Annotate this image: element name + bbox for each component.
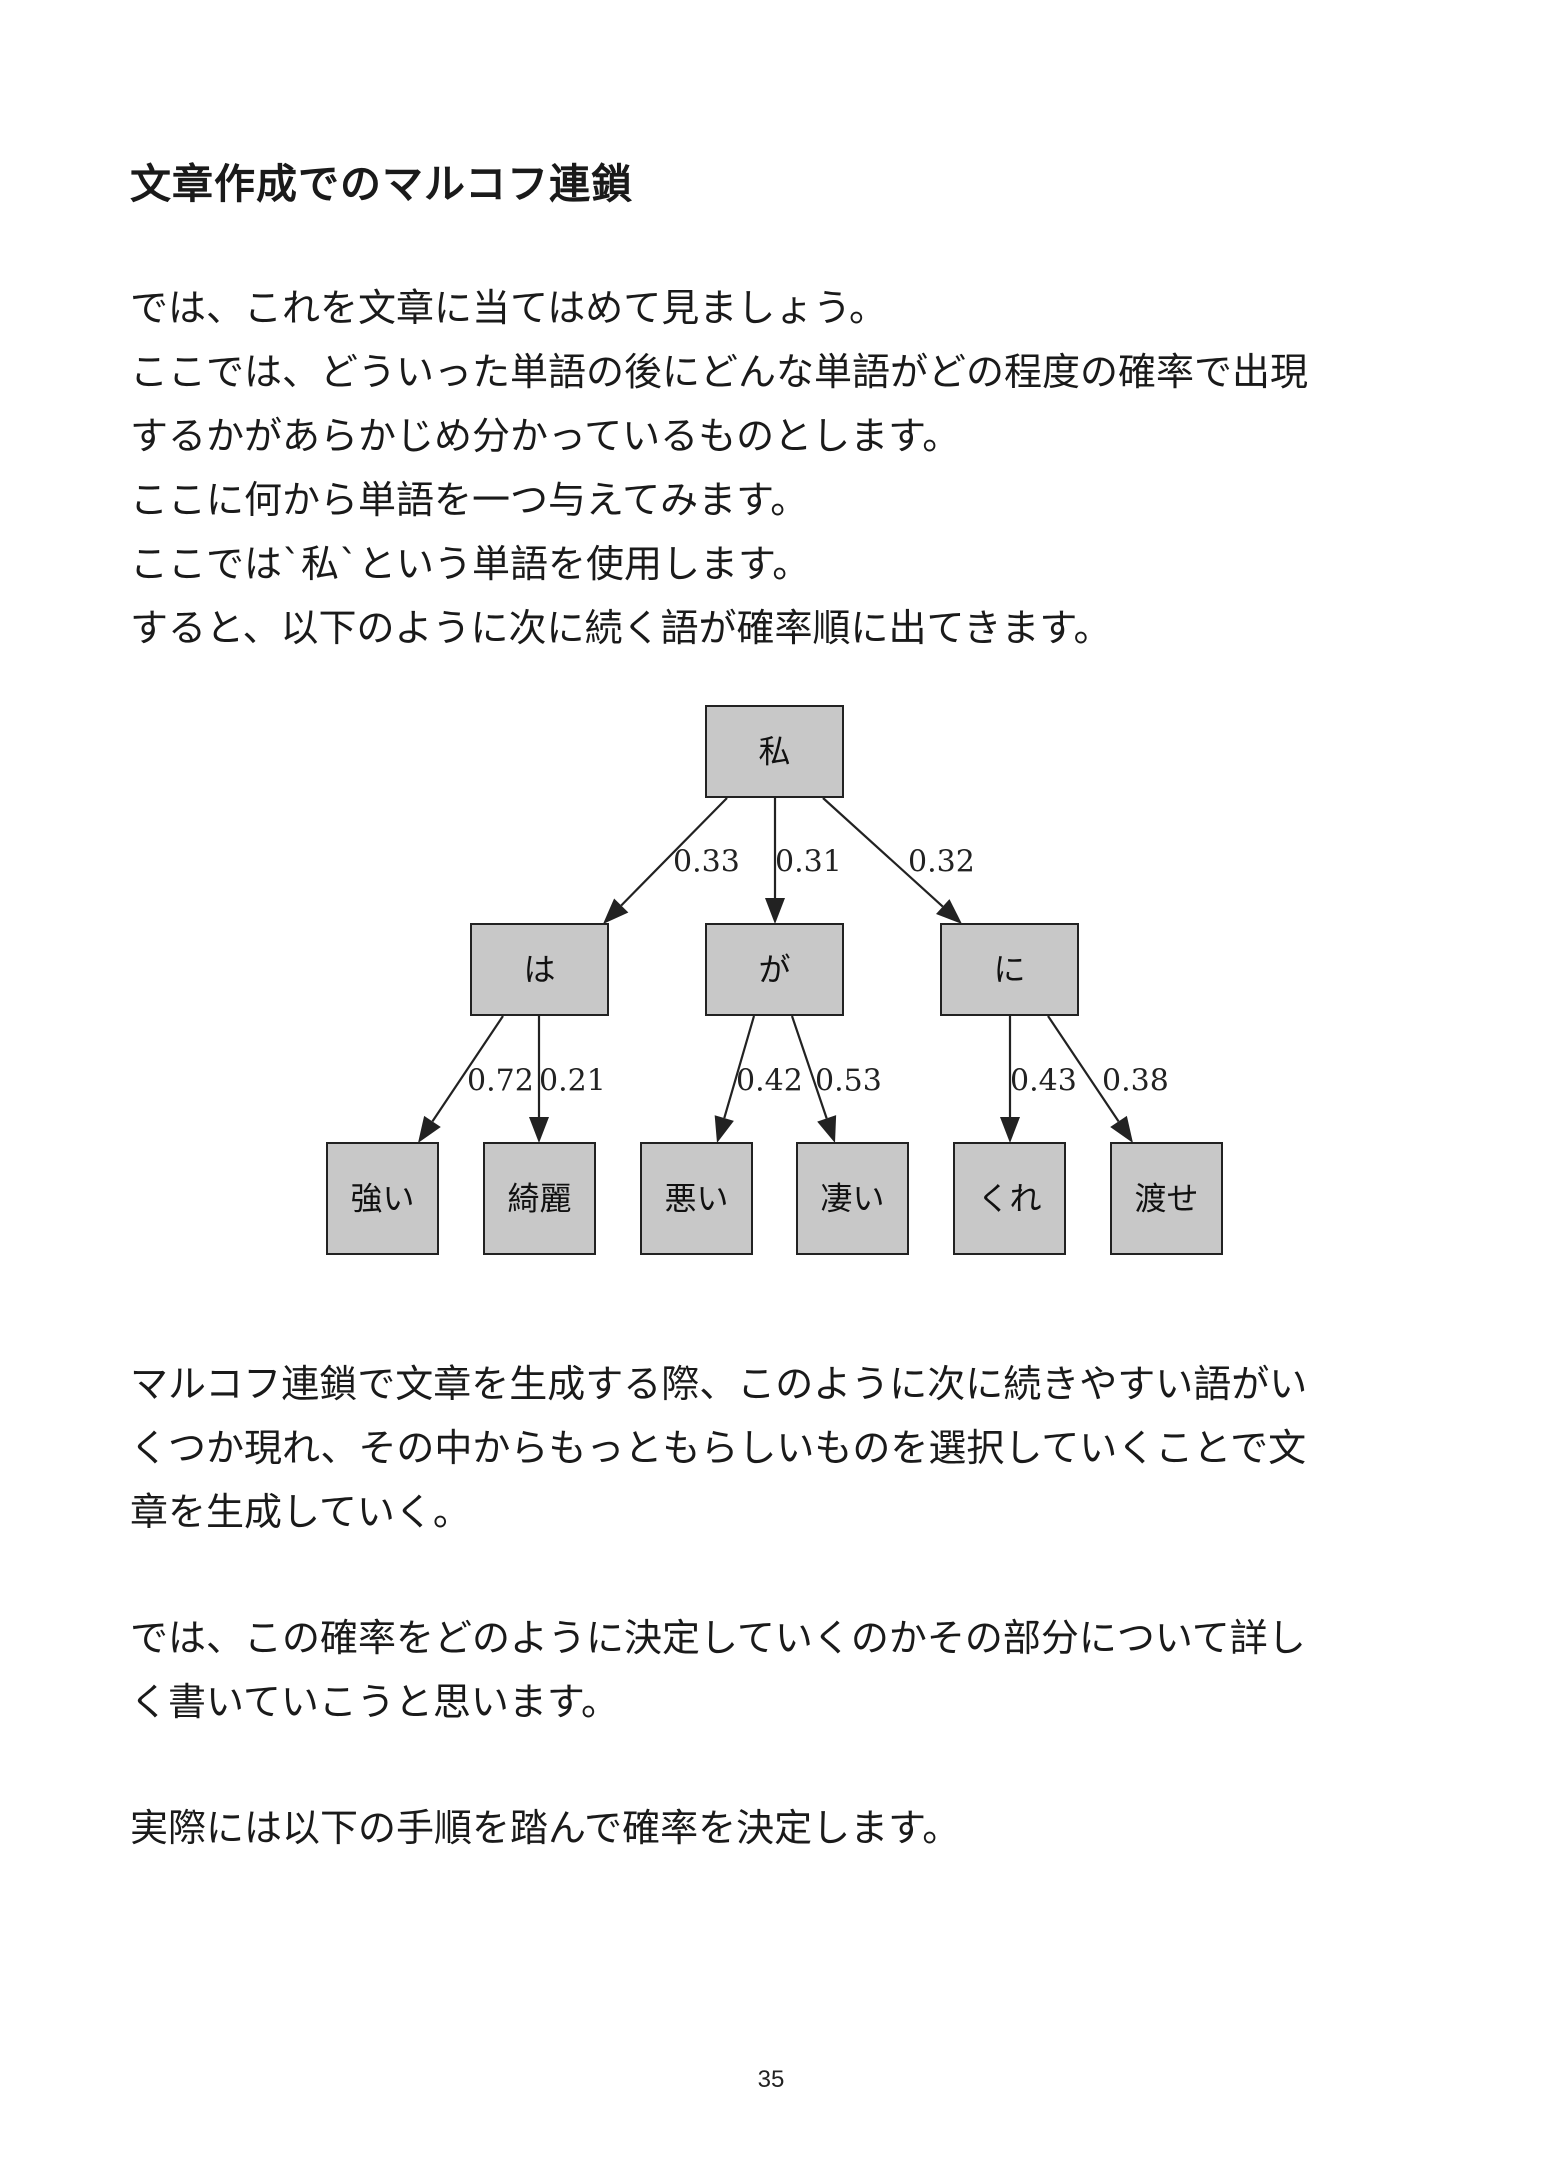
node-word: くれ	[977, 1180, 1041, 1218]
edge-probability-label: 0.53	[815, 1064, 882, 1099]
node-word: 綺麗	[507, 1180, 571, 1218]
edge-root-ha: 0.33	[603, 797, 740, 924]
text-line: では、これを文章に当てはめて見ましょう。	[130, 286, 887, 330]
edge-line	[1047, 1015, 1120, 1123]
edge-ga-sugoi: 0.53	[790, 1015, 882, 1143]
intro-paragraph: では、これを文章に当てはめて見ましょう。 ここでは、どういった単語の後にどんな単…	[130, 276, 1430, 660]
text-line: 章を生成していく。	[130, 1490, 471, 1534]
node-word: に	[993, 951, 1025, 989]
node-warui: 悪い	[640, 1142, 753, 1255]
node-kure: くれ	[953, 1142, 1066, 1255]
edge-probability-label: 0.72	[467, 1064, 534, 1099]
edge-line	[790, 1015, 828, 1119]
node-word: 凄い	[820, 1180, 884, 1218]
edge-ha-tsuyoi: 0.72	[418, 1015, 534, 1143]
text-line: では、この確率をどのように決定していくのかその部分について詳し	[130, 1616, 1306, 1660]
edge-line	[620, 797, 728, 907]
text-line: ここに何から単語を一つ与えてみます。	[130, 478, 809, 522]
edge-probability-label: 0.33	[673, 845, 740, 880]
arrowhead	[529, 1117, 549, 1143]
edge-probability-label: 0.42	[736, 1064, 803, 1099]
arrowhead	[1000, 1117, 1020, 1143]
arrowhead	[1110, 1115, 1133, 1143]
node-ni: に	[940, 923, 1079, 1016]
node-box	[470, 923, 609, 1016]
generation-paragraph: マルコフ連鎖で文章を生成する際、このように次に続きやすい語がい くつか現れ、その…	[130, 1352, 1430, 1544]
node-box	[640, 1142, 753, 1255]
node-box	[326, 1142, 439, 1255]
node-kirei: 綺麗	[483, 1142, 596, 1255]
page-number: 35	[757, 2066, 785, 2093]
text-line: すると、以下のように次に続く語が確率順に出てきます。	[130, 606, 1112, 650]
node-root: 私	[705, 705, 844, 798]
node-ha: は	[470, 923, 609, 1016]
arrowhead	[765, 898, 785, 924]
arrowhead	[714, 1115, 734, 1143]
text-line: ここでは`私`という単語を使用します。	[130, 542, 811, 586]
edge-line	[723, 1015, 756, 1119]
edge-ga-warui: 0.42	[714, 1015, 803, 1143]
node-word: 強い	[350, 1180, 414, 1218]
arrowhead	[603, 898, 629, 924]
text-line: く書いていこうと思います。	[130, 1680, 620, 1724]
edge-probability-label: 0.21	[539, 1064, 606, 1099]
procedure-paragraph: 実際には以下の手順を踏んで確率を決定します。	[130, 1796, 1430, 1860]
probability-paragraph: では、この確率をどのように決定していくのかその部分について詳し く書いていこうと…	[130, 1606, 1430, 1734]
text-line: くつか現れ、その中からもっともらしいものを選択していくことで文	[130, 1426, 1307, 1470]
node-word: は	[523, 951, 555, 989]
node-ga: が	[705, 923, 844, 1016]
edge-ni-kure: 0.43	[1000, 1016, 1077, 1143]
edge-ni-watase: 0.38	[1047, 1015, 1169, 1143]
edge-root-ga: 0.31	[765, 798, 842, 924]
edge-line	[822, 797, 944, 908]
edge-line	[431, 1015, 504, 1123]
arrowhead	[936, 899, 962, 924]
text-line: マルコフ連鎖で文章を生成する際、このように次に続きやすい語がい	[130, 1362, 1308, 1406]
node-watase: 渡せ	[1110, 1142, 1223, 1255]
node-word: 悪い	[664, 1180, 728, 1218]
node-box	[705, 923, 844, 1016]
node-sugoi: 凄い	[796, 1142, 909, 1255]
edge-probability-label: 0.38	[1102, 1064, 1169, 1099]
edge-ha-kirei: 0.21	[529, 1016, 606, 1143]
text-line: 実際には以下の手順を踏んで確率を決定します。	[130, 1806, 961, 1850]
edge-probability-label: 0.32	[908, 845, 975, 880]
node-box	[796, 1142, 909, 1255]
node-box	[940, 923, 1079, 1016]
node-word: 私	[758, 733, 790, 771]
arrowhead	[418, 1115, 441, 1143]
edge-root-ni: 0.32	[822, 797, 975, 924]
node-box	[483, 1142, 596, 1255]
node-word: 渡せ	[1134, 1180, 1198, 1218]
arrowhead	[817, 1115, 837, 1143]
node-tsuyoi: 強い	[326, 1142, 439, 1255]
node-word: が	[758, 951, 790, 989]
text-line: ここでは、どういった単語の後にどんな単語がどの程度の確率で出現	[130, 350, 1309, 394]
text-line: するかがあらかじめ分かっているものとします。	[130, 414, 961, 458]
edge-probability-label: 0.31	[775, 845, 842, 880]
node-box	[953, 1142, 1066, 1255]
edge-probability-label: 0.43	[1010, 1064, 1077, 1099]
section-heading: 文章作成でのマルコフ連鎖	[130, 160, 634, 208]
node-box	[705, 705, 844, 798]
node-box	[1110, 1142, 1223, 1255]
